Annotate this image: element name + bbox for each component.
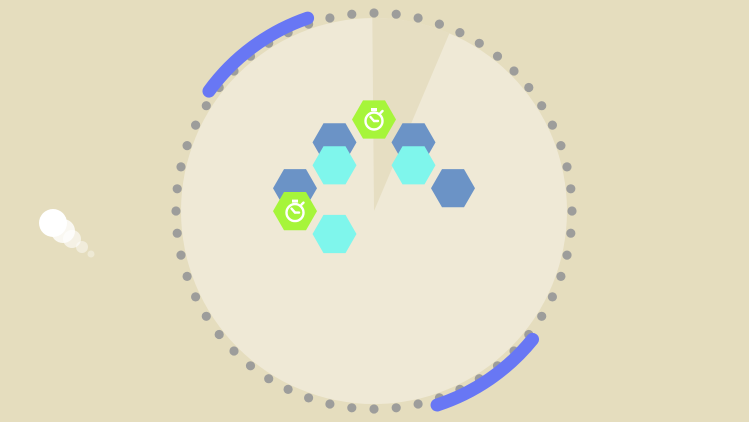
ring-dot [391, 403, 401, 413]
ring-dot [566, 228, 576, 238]
ring-dot [214, 329, 224, 340]
ring-dot [556, 271, 566, 281]
ring-dot [509, 66, 519, 76]
ring-dot [182, 141, 192, 151]
ring-dot [191, 120, 201, 130]
ring-dot [413, 399, 423, 409]
ball-body [39, 209, 67, 237]
paddles[interactable] [202, 11, 540, 412]
ring-dot [566, 184, 576, 194]
ring-dot [562, 162, 572, 172]
ring-dot [562, 250, 572, 260]
stopwatch-icon [285, 199, 305, 223]
ring-dot [434, 19, 444, 29]
ring-dot [369, 8, 379, 18]
hex-tile-cyan [391, 146, 436, 185]
ring-dot [537, 101, 547, 111]
ring-dot [391, 9, 401, 19]
ring-dot [176, 162, 186, 172]
ring-dot [283, 384, 293, 394]
hex-tile-blue [431, 169, 475, 208]
ball-trail [87, 250, 95, 258]
hex-tile-cyan [312, 214, 357, 254]
ring-dot [172, 228, 182, 238]
ring-dot [171, 206, 181, 216]
ring-dot [474, 38, 484, 48]
ring-dot [264, 374, 274, 384]
ball [39, 209, 95, 258]
ring-dot [304, 393, 314, 403]
ring-dot [547, 292, 558, 302]
ring-dot [347, 403, 357, 413]
hex-tile-powerup [273, 192, 317, 231]
ring-dot [556, 141, 566, 151]
ring-dot [537, 311, 547, 321]
ring-dot [455, 27, 465, 38]
ring-dot [201, 101, 211, 111]
ring-dot [347, 9, 357, 19]
ring-dot [325, 13, 335, 23]
ring-dot [229, 346, 239, 356]
ring-dot [567, 206, 577, 216]
ring-dot [492, 51, 503, 61]
ring-dot [325, 399, 335, 409]
ring-dot [172, 184, 182, 194]
paddle-upper-left[interactable] [202, 11, 315, 98]
ring-dot [201, 311, 211, 321]
ring-dot [413, 13, 423, 23]
arena-wedge [372, 18, 450, 211]
hex-tile-cyan [312, 146, 357, 185]
stopwatch-icon [364, 108, 384, 131]
paddle-lower-right[interactable] [430, 332, 540, 412]
ring-dot [182, 271, 192, 281]
ring-dot [524, 82, 534, 93]
ring-dot [547, 120, 558, 130]
ring-dot [369, 404, 379, 414]
ring-dot [245, 361, 256, 371]
ring-dot [176, 250, 186, 260]
hex-tile-grid [273, 100, 475, 254]
ring-dot [191, 292, 201, 302]
hex-tile-powerup [352, 100, 396, 139]
